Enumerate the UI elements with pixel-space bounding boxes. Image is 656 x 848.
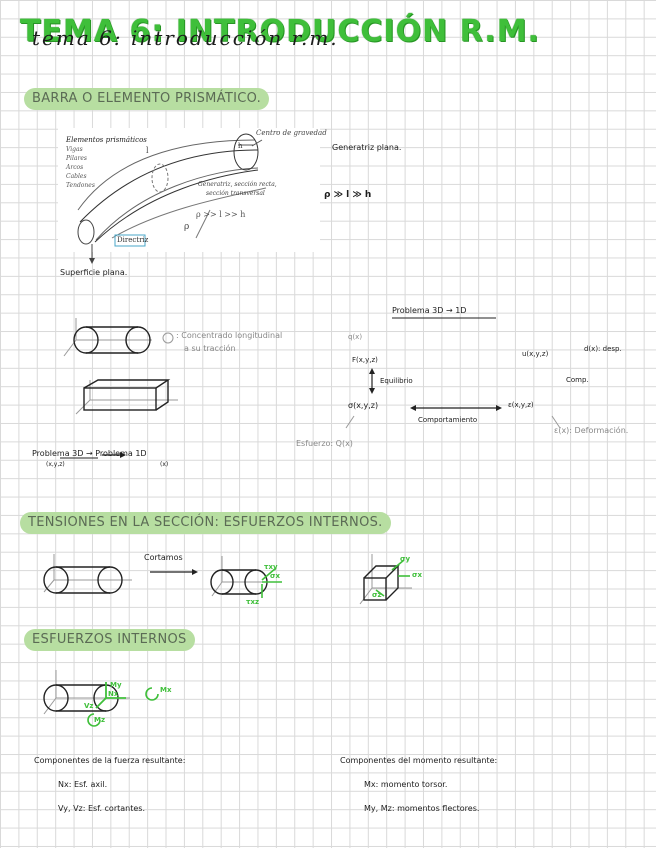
label-sz: σz bbox=[372, 591, 382, 599]
note-sigma: σ(x,y,z) bbox=[348, 401, 379, 410]
label-My: My bbox=[110, 681, 122, 689]
note-rho-relation: ρ ≫ l ≫ h bbox=[324, 190, 372, 200]
note-epsilon: ε(x,y,z) bbox=[508, 401, 534, 409]
label-sx-box: σx bbox=[412, 571, 422, 579]
note-concentrado: : Concentrado longitudinal bbox=[176, 331, 283, 340]
page-title-handwritten: tema 6: introducción r.m. bbox=[32, 26, 339, 50]
label-Mz: Mz bbox=[94, 716, 106, 724]
note-concentrado: a su tracción bbox=[184, 344, 236, 353]
note-superficie-plana: Superficie plana. bbox=[60, 268, 128, 277]
force-component-Nx: Nx: Esf. axil. bbox=[58, 780, 108, 789]
l-label: l bbox=[146, 146, 149, 155]
label-Nx: Nx bbox=[108, 690, 119, 698]
generatriz-caption: sección transversal bbox=[206, 190, 265, 197]
label-sx: σx bbox=[270, 572, 280, 580]
section-tensiones: TENSIONES EN LA SECCIÓN: ESFUERZOS INTER… bbox=[20, 512, 391, 534]
coords-xyz: (x,y,z) bbox=[46, 461, 65, 468]
note-u: u(x,y,z) bbox=[522, 350, 549, 358]
directriz-label: Directriz bbox=[117, 236, 149, 244]
section-barra: BARRA O ELEMENTO PRISMÁTICO. bbox=[24, 88, 270, 110]
list-item: Tendones bbox=[66, 182, 95, 189]
list-item: Vigas bbox=[66, 146, 83, 153]
note-d: d(x): desp. bbox=[584, 345, 622, 353]
note-generatriz-plana: Generatriz plana. bbox=[332, 143, 402, 152]
label-sy: σy bbox=[400, 555, 411, 563]
note-deformacion: ε(x): Deformación. bbox=[554, 426, 629, 435]
list-title: Elementos prismáticos bbox=[66, 136, 147, 144]
centro-gravedad-label: Centro de gravedad bbox=[256, 129, 327, 137]
label-txy: τxy bbox=[264, 563, 278, 571]
note-comp: Comp. bbox=[566, 376, 589, 384]
label-txz: τxz bbox=[246, 598, 260, 606]
note-q: q(x) bbox=[348, 333, 363, 341]
list-item: Arcos bbox=[66, 164, 84, 171]
note-cortamos: Cortamos bbox=[144, 553, 183, 562]
moment-component-MyMz: My, Mz: momentos flectores. bbox=[364, 804, 480, 813]
section-esfuerzos: ESFUERZOS INTERNOS bbox=[24, 629, 195, 651]
label-Mx: Mx bbox=[160, 686, 172, 694]
list-item: Cables bbox=[66, 173, 87, 180]
note-problema-3d-1d: Problema 3D → Problema 1D bbox=[32, 449, 147, 458]
note-equilibrio: Equilibrio bbox=[380, 377, 413, 385]
label-Vz: Vz bbox=[84, 702, 94, 710]
note-F: F(x,y,z) bbox=[352, 356, 378, 364]
note-esfuerzo: Esfuerzo: Q(x) bbox=[296, 439, 353, 448]
h-label: h bbox=[238, 142, 243, 150]
page-title: TEMA 6: INTRODUCCIÓN R.M. bbox=[20, 14, 540, 49]
list-item: Pilares bbox=[66, 155, 87, 162]
rho-label: ρ bbox=[184, 222, 190, 232]
note-comportamiento: Comportamiento bbox=[418, 416, 478, 424]
generatriz-caption: Generatriz, sección recta, bbox=[198, 181, 277, 188]
rho-relation: ρ >> l >> h bbox=[196, 210, 246, 219]
force-component-VyVz: Vy, Vz: Esf. cortantes. bbox=[58, 804, 145, 813]
force-components-title: Componentes de la fuerza resultante: bbox=[34, 756, 186, 765]
moment-components-title: Componentes del momento resultante: bbox=[340, 756, 498, 765]
coords-x: (x) bbox=[160, 461, 169, 468]
moment-component-Mx: Mx: momento torsor. bbox=[364, 780, 448, 789]
note-problema-3d-1d-right: Problema 3D → 1D bbox=[392, 306, 467, 315]
